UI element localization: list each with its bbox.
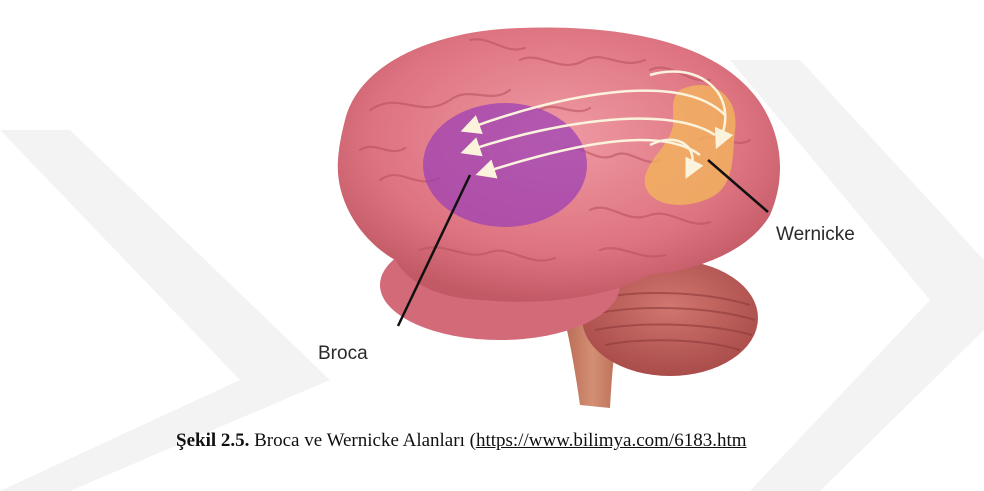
broca-label: Broca [318,343,368,365]
brain-illustration [0,0,984,420]
caption-prefix: Şekil 2.5. [176,430,249,451]
figure-caption: Şekil 2.5. Broca ve Wernicke Alanları (h… [176,430,747,452]
caption-link[interactable]: https://www.bilimya.com/6183.htm [476,430,747,451]
wernicke-label: Wernicke [776,224,855,246]
caption-text: Broca ve Wernicke Alanları ( [249,430,476,451]
